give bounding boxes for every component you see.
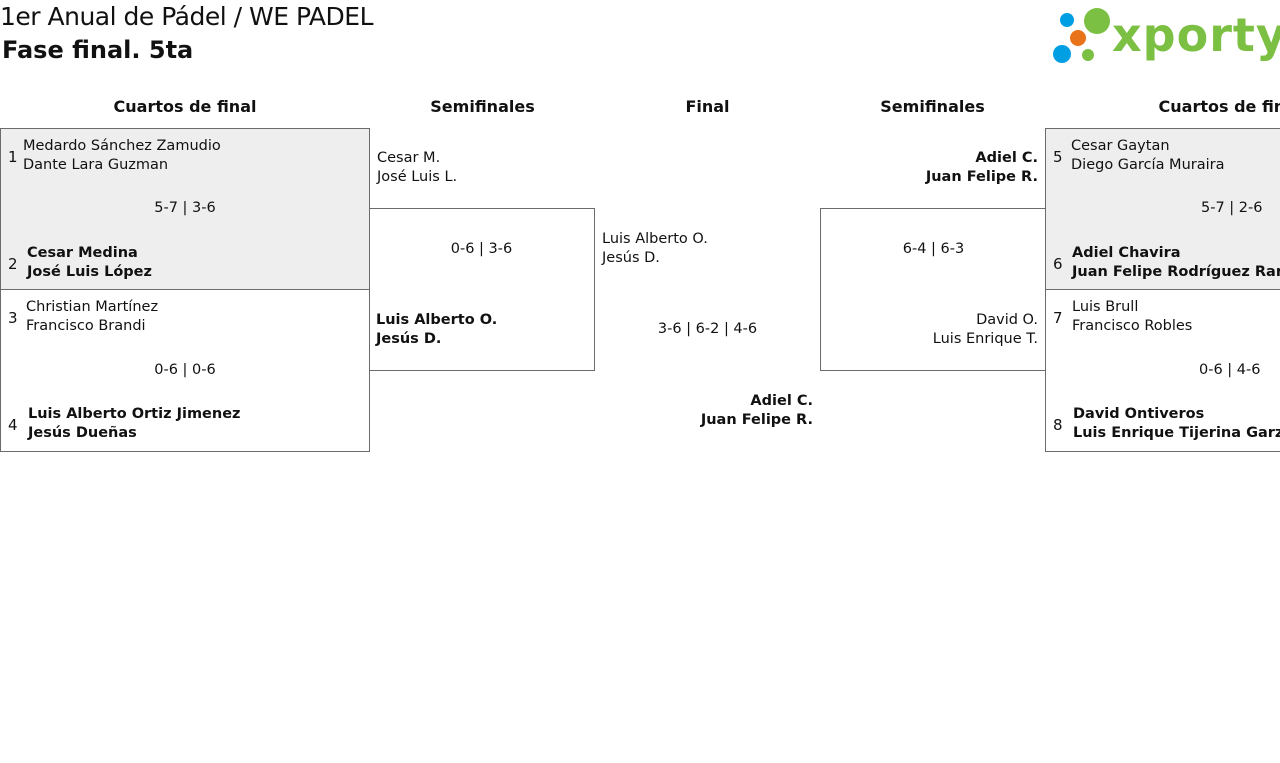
match-score: 0-6 | 4-6 [1199, 362, 1261, 378]
xporty-logo[interactable]: xporty [1050, 4, 1280, 68]
right-sf-team-top-winner: Adiel C. Juan Felipe R. [820, 149, 1038, 187]
match-score: 5-7 | 3-6 [154, 200, 216, 216]
player-name: Francisco Robles [1072, 318, 1193, 334]
page-subtitle: Fase final. 5ta [2, 36, 194, 64]
team-top: Luis Brull Francisco Robles [1072, 298, 1192, 336]
seed-number: 3 [8, 309, 18, 327]
match-right-qf-2[interactable]: 7 Luis Brull Francisco Robles 0-6 | 4-6 … [1045, 289, 1280, 452]
match-score: 0-6 | 3-6 [450, 241, 513, 257]
player-name: Adiel Chavira [1072, 245, 1181, 261]
team-bottom-winner: Luis Alberto O. Jesús D. [376, 311, 497, 349]
player-name: Jesús Dueñas [28, 425, 137, 441]
player-name: Adiel C. [975, 150, 1038, 166]
player-name: Luis Alberto O. [376, 312, 498, 328]
player-name: Adiel C. [750, 393, 813, 409]
player-name: David Ontiveros [1073, 406, 1205, 422]
seed-number: 6 [1053, 255, 1063, 273]
team-bottom-winner: Luis Alberto Ortiz Jimenez Jesús Dueñas [28, 405, 240, 443]
player-name: Dante Lara Guzman [23, 157, 169, 173]
player-name: Luis Alberto O. [602, 231, 708, 247]
match-left-qf-1[interactable]: 1 Medardo Sánchez Zamudio Dante Lara Guz… [0, 128, 370, 290]
match-left-sf[interactable]: 0-6 | 3-6 Luis Alberto O. Jesús D. [369, 208, 595, 371]
team-bottom-winner: David Ontiveros Luis Enrique Tijerina Ga… [1073, 405, 1280, 443]
player-name: Luis Alberto Ortiz Jimenez [28, 406, 241, 422]
logo-dots-icon [1053, 8, 1110, 63]
team-top: Christian Martínez Francisco Brandi [26, 298, 158, 336]
page-title: 1er Anual de Pádel / WE PADEL [0, 2, 374, 31]
team-top: Medardo Sánchez Zamudio Dante Lara Guzma… [23, 137, 221, 175]
team-bottom: David O. Luis Enrique T. [821, 311, 1038, 349]
player-name: José Luis López [27, 264, 152, 280]
match-right-qf-1[interactable]: 5 Cesar Gaytan Diego García Muraira 5-7 … [1045, 128, 1280, 290]
player-name: Luis Brull [1072, 299, 1139, 315]
player-name: Jesús D. [602, 250, 660, 266]
match-score: 6-4 | 6-3 [902, 241, 965, 257]
player-name: Jesús D. [376, 331, 442, 347]
logo-wordmark: xporty [1112, 8, 1280, 62]
round-header-final: Final [685, 97, 730, 116]
player-name: Juan Felipe R. [925, 169, 1038, 185]
match-score: 5-7 | 2-6 [1201, 200, 1263, 216]
player-name: Luis Enrique Tijerina Garza [1073, 425, 1280, 441]
seed-number: 2 [8, 255, 18, 273]
player-name: Cesar Gaytan [1071, 138, 1170, 154]
player-name: Francisco Brandi [26, 318, 146, 334]
team-top: Cesar Gaytan Diego García Muraira [1071, 137, 1224, 175]
player-name: Luis Enrique T. [932, 331, 1038, 347]
seed-number: 8 [1053, 416, 1063, 434]
player-name: Christian Martínez [26, 299, 159, 315]
match-score: 0-6 | 0-6 [154, 362, 216, 378]
round-header-left-quarters: Cuartos de final [113, 97, 257, 116]
final-team-top: Luis Alberto O. Jesús D. [602, 230, 708, 268]
round-header-right-semis: Semifinales [880, 97, 985, 116]
player-name: José Luis L. [377, 169, 458, 185]
seed-number: 4 [8, 416, 18, 434]
seed-number: 5 [1053, 148, 1063, 166]
seed-number: 1 [8, 148, 18, 166]
player-name: Cesar M. [377, 150, 441, 166]
player-name: Cesar Medina [27, 245, 138, 261]
final-team-bottom-winner: Adiel C. Juan Felipe R. [595, 392, 813, 430]
team-bottom-winner: Cesar Medina José Luis López [27, 244, 152, 282]
player-name: Juan Felipe R. [700, 412, 813, 428]
player-name: David O. [976, 312, 1038, 328]
team-bottom-winner: Adiel Chavira Juan Felipe Rodríguez Ram [1072, 244, 1280, 282]
round-header-left-semis: Semifinales [430, 97, 535, 116]
match-right-sf[interactable]: 6-4 | 6-3 David O. Luis Enrique T. [820, 208, 1046, 371]
match-left-qf-2[interactable]: 3 Christian Martínez Francisco Brandi 0-… [0, 289, 370, 452]
player-name: Diego García Muraira [1071, 157, 1225, 173]
left-sf-team-top: Cesar M. José Luis L. [377, 149, 457, 187]
round-header-right-quarters: Cuartos de final [1158, 97, 1280, 116]
final-score: 3-6 | 6-2 | 4-6 [657, 321, 758, 337]
player-name: Medardo Sánchez Zamudio [23, 138, 221, 154]
player-name: Juan Felipe Rodríguez Ram [1072, 264, 1280, 280]
seed-number: 7 [1053, 309, 1063, 327]
